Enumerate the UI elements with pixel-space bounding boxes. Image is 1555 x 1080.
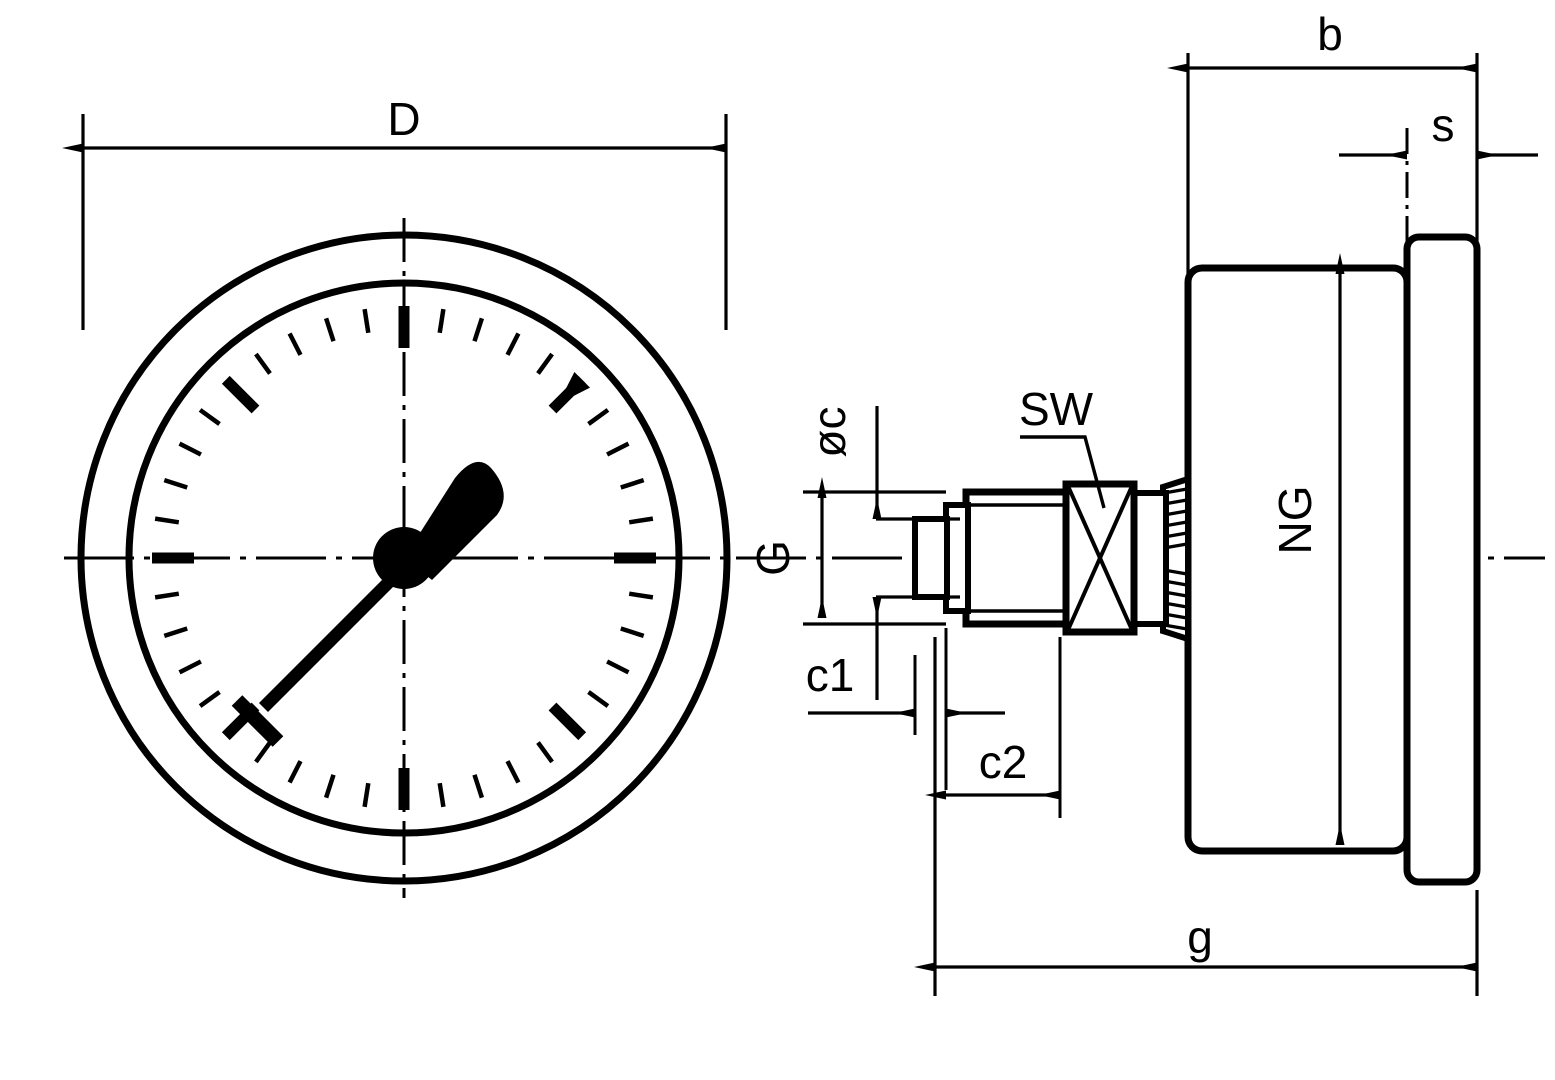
dial-minor-tick — [606, 441, 630, 457]
pointer-hub — [373, 527, 435, 589]
dial-major-tick — [221, 375, 260, 414]
dim-label-D: D — [387, 93, 420, 145]
dial-minor-tick — [362, 782, 371, 808]
dial-minor-tick — [163, 626, 188, 639]
dial-minor-tick — [154, 591, 180, 600]
dim-label-SW: SW — [1019, 383, 1094, 435]
dial-minor-tick — [198, 690, 221, 708]
dial-minor-tick — [536, 352, 554, 375]
dimension-G: G — [747, 477, 946, 626]
dial-minor-tick — [287, 760, 303, 784]
pointer-needle — [259, 567, 404, 712]
dimension-b: b — [1167, 8, 1479, 290]
dial-minor-tick — [606, 659, 630, 675]
gauge-pointer — [231, 461, 504, 747]
dim-label-NG: NG — [1269, 486, 1321, 555]
dial-minor-tick — [254, 741, 272, 764]
dial-major-tick — [548, 702, 587, 741]
dial-scale-ticks — [152, 306, 656, 810]
dial-minor-tick — [620, 626, 645, 639]
dimension-c2: c2 — [925, 637, 1062, 818]
dimension-g: g — [914, 637, 1479, 996]
dimension-s: s — [1339, 99, 1538, 250]
dial-minor-tick — [587, 690, 610, 708]
dim-label-b: b — [1317, 8, 1343, 60]
dimension-oc: øc — [803, 406, 960, 700]
dial-minor-tick — [536, 741, 554, 764]
leader-SW: SW — [1019, 383, 1106, 509]
dim-label-G: G — [747, 540, 799, 576]
dim-label-g: g — [1187, 911, 1213, 963]
dial-minor-tick — [287, 332, 303, 356]
dimension-c1: c1 — [806, 628, 1005, 790]
dimension-NG: NG — [1269, 253, 1345, 845]
leader-line-SW — [1020, 435, 1106, 509]
gauge-bezel-slab — [1403, 233, 1481, 886]
dim-label-oc: øc — [803, 406, 855, 457]
dial-minor-tick — [254, 352, 272, 375]
dim-label-c2: c2 — [979, 736, 1028, 788]
dial-minor-tick — [628, 591, 654, 600]
dial-minor-tick — [505, 760, 521, 784]
dim-label-c1: c1 — [806, 649, 855, 701]
dial-minor-tick — [472, 774, 485, 799]
dial-minor-tick — [587, 408, 610, 426]
hex-cross-2 — [1066, 485, 1134, 631]
dial-minor-tick — [163, 477, 188, 490]
dim-label-s: s — [1432, 99, 1455, 151]
dial-set-mark — [558, 372, 590, 404]
dial-minor-tick — [198, 408, 221, 426]
dial-minor-tick — [178, 659, 202, 675]
dial-minor-tick — [437, 308, 446, 334]
dial-minor-tick — [505, 332, 521, 356]
dial-minor-tick — [628, 516, 654, 525]
dial-minor-tick — [437, 782, 446, 808]
dial-minor-tick — [620, 477, 645, 490]
thread-body — [943, 488, 1070, 628]
connection-collar — [1130, 490, 1169, 627]
gauge-case-body — [1184, 264, 1411, 855]
dial-minor-tick — [362, 308, 371, 334]
spigot-pin — [912, 516, 950, 600]
side-view: b s NG — [747, 8, 1538, 996]
hex-nut-sw — [1062, 480, 1138, 636]
dimension-D: D — [62, 93, 728, 330]
pointer-tip-crossbar — [231, 695, 284, 747]
dial-minor-tick — [323, 774, 336, 799]
dial-minor-tick — [323, 317, 336, 342]
dial-minor-tick — [154, 516, 180, 525]
dial-minor-tick — [178, 441, 202, 457]
dial-minor-tick — [472, 317, 485, 342]
thread-major — [962, 488, 1070, 628]
